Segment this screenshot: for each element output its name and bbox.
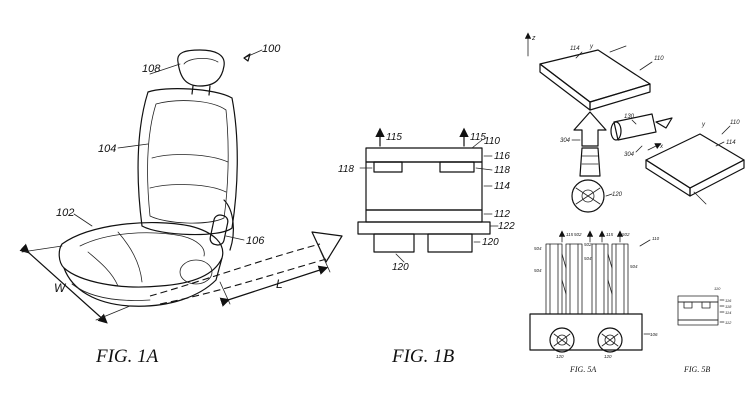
- airflow-arrow-up: [573, 111, 607, 147]
- ref-5a-top-r1: 115: [606, 232, 614, 237]
- fig-pads-and-blower: z 114 y 110 120 304 130 304 x: [524, 32, 745, 213]
- ref-112: 112: [494, 209, 510, 220]
- seat-travel-path: [149, 243, 321, 297]
- seat-recline-lever: [209, 214, 229, 246]
- ref-108: 108: [142, 63, 161, 75]
- ref-110-mid: 110: [730, 120, 740, 126]
- ref-5a-502: 502: [584, 242, 592, 247]
- fig-5a-channels: [545, 243, 629, 315]
- ref-110: 110: [484, 136, 500, 147]
- axis-y-mid: y: [701, 122, 706, 128]
- ref-104: 104: [98, 143, 116, 155]
- fig-5b-top-layer: [677, 295, 719, 303]
- ref-115-right: 115: [470, 132, 486, 143]
- ref-304-left: 304: [560, 138, 571, 144]
- ref-5a-side: 110: [652, 236, 660, 241]
- layer-114: [365, 161, 483, 211]
- axis-y-top: y: [589, 44, 594, 50]
- ref-5a-120b: 120: [604, 354, 612, 359]
- ref-110-top: 110: [654, 56, 664, 62]
- ref-122: 122: [498, 221, 515, 232]
- fig-1b-caption: FIG. 1B: [391, 346, 455, 367]
- layer-112: [365, 209, 483, 223]
- fig-1a-caption: FIG. 1A: [95, 346, 159, 367]
- ref-5a-top-l1: 115: [566, 232, 574, 237]
- ref-5b-c: 118: [725, 304, 732, 309]
- ref-120-right: 120: [482, 237, 499, 248]
- dimension-l-line: [219, 265, 329, 307]
- fig-5b-base: [677, 319, 719, 326]
- ref-304-right: 304: [624, 152, 635, 158]
- fig-5a: 115 502 115 502 110 504 504 504 504 502: [529, 230, 660, 374]
- ref-5b-a: 110: [714, 286, 721, 291]
- fig-5a-caption: FIG. 5A: [569, 365, 596, 374]
- ref-5a-504b: 504: [534, 268, 542, 273]
- layer-118-left: [373, 161, 403, 173]
- ref-114-mid: 114: [726, 140, 736, 146]
- seat-backrest: [137, 88, 238, 236]
- fig-5a-fan-left: [549, 327, 575, 353]
- ref-5a-106: 106: [650, 332, 658, 337]
- ref-130: 130: [624, 114, 635, 120]
- dim-l-label: L: [276, 277, 283, 291]
- fig-1a-seat: 100 108 104 102 106 W L FIG. 1A: [19, 43, 343, 367]
- ref-106: 106: [246, 235, 265, 247]
- axis-z-top: z: [531, 35, 536, 42]
- fig-5b-caption: FIG. 5B: [683, 365, 710, 374]
- ref-120-fan: 120: [612, 192, 623, 198]
- layer-122: [357, 221, 491, 235]
- ref-5a-120a: 120: [556, 354, 564, 359]
- ref-5b-b: 116: [725, 298, 732, 303]
- fig-1b-layers: 110 115 115 116 118 118 114 112 122 120 …: [338, 127, 515, 367]
- blower-fan-housing: [571, 179, 605, 213]
- fig-5a-base: [529, 313, 643, 351]
- dimension-w-line: [19, 243, 108, 324]
- ref-102: 102: [56, 207, 74, 219]
- axis-x-mid: x: [659, 144, 664, 150]
- ref-5a-504d: 504: [630, 264, 638, 269]
- ref-114-top: 114: [570, 46, 580, 52]
- ref-5a-top-l2: 502: [574, 232, 582, 237]
- ref-100: 100: [262, 43, 281, 55]
- dim-w-label: W: [54, 281, 67, 295]
- travel-arrowhead: [311, 231, 343, 263]
- ref-114: 114: [494, 181, 510, 192]
- ref-118-right: 118: [494, 165, 510, 176]
- ref-115-left: 115: [386, 132, 402, 143]
- ref-5a-504a: 504: [534, 246, 542, 251]
- fig-5a-fan-right: [597, 327, 623, 353]
- block-120-right: [427, 233, 473, 253]
- seat-headrest: [177, 49, 225, 87]
- blower-duct: [579, 147, 601, 177]
- layer-116: [365, 147, 483, 163]
- layer-118-right: [439, 161, 475, 173]
- ref-120-left: 120: [392, 262, 409, 273]
- ref-118-left: 118: [338, 164, 354, 175]
- fig-5b: 110 116 118 114 112 FIG. 5B: [677, 286, 732, 374]
- ref-116: 116: [494, 151, 510, 162]
- ref-5a-top-r2: 502: [622, 232, 630, 237]
- ref-5b-e: 112: [725, 320, 732, 325]
- blower-cylinder: [613, 113, 657, 141]
- block-120-left: [373, 233, 415, 253]
- ref-5b-d: 114: [725, 310, 732, 315]
- ref-5a-504c: 504: [584, 256, 592, 261]
